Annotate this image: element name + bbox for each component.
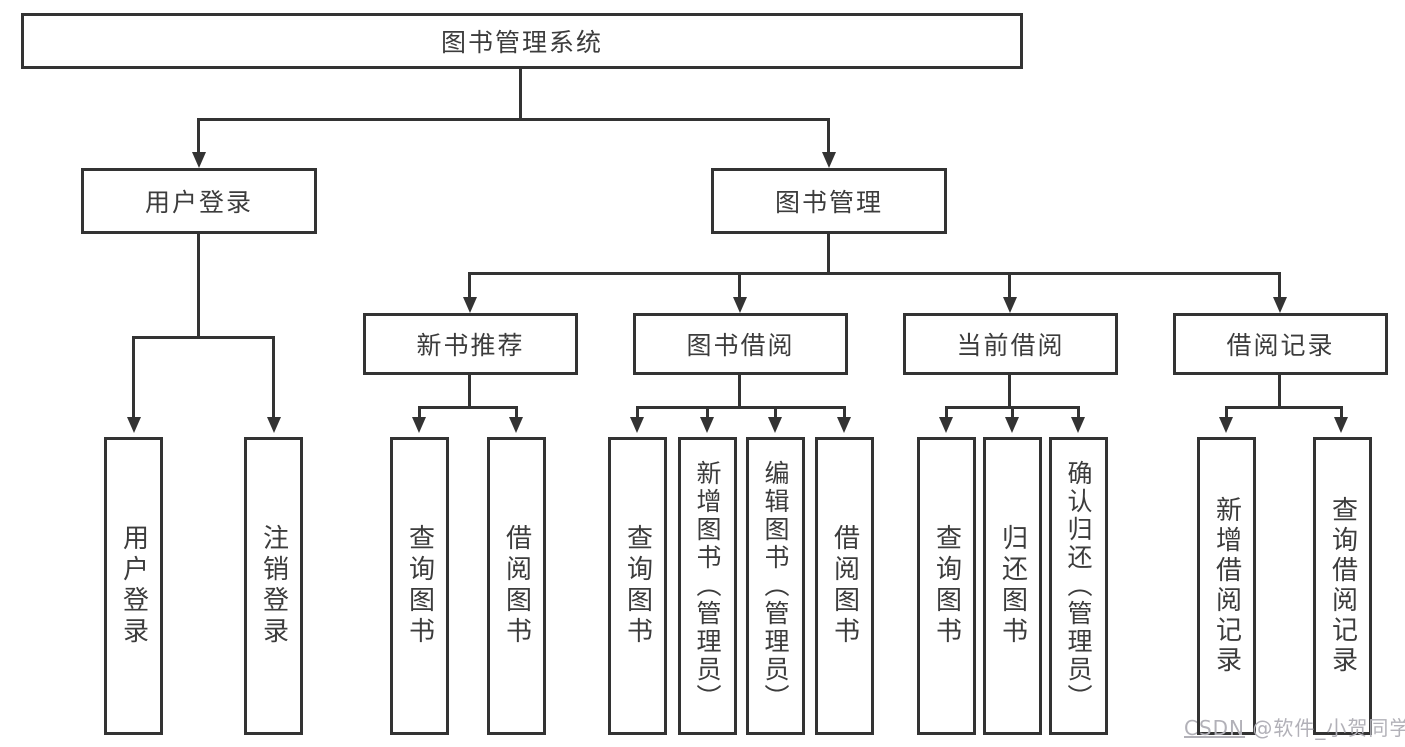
- connector-drop: [515, 406, 518, 420]
- csdn-watermark: CSDN @软件_小贺同学: [1184, 712, 1405, 741]
- leaf-borrow-add-books-admin: 新增图书（管理员）: [678, 437, 737, 735]
- connector-drop: [1008, 272, 1011, 300]
- arrowhead-down-icon: [509, 417, 523, 433]
- node-new-book-recommend: 新书推荐: [363, 313, 578, 375]
- leaf-records-query-record: 查询借阅记录: [1313, 437, 1372, 735]
- connector-drop: [468, 272, 471, 300]
- leaf-logout: 注销登录: [244, 437, 303, 735]
- connector-drop: [636, 406, 639, 420]
- connector-drop: [1278, 272, 1281, 300]
- connector-drop: [774, 406, 777, 420]
- connector-split: [418, 406, 518, 409]
- leaf-user-login: 用户登录: [104, 437, 163, 735]
- arrowhead-down-icon: [733, 297, 747, 313]
- connector-stem: [1008, 375, 1011, 409]
- node-borrow-records: 借阅记录: [1173, 313, 1388, 375]
- csdn-watermark-handle: @软件_小贺同学: [1252, 716, 1405, 740]
- arrowhead-down-icon: [837, 417, 851, 433]
- leaf-borrow-borrow-books: 借阅图书: [815, 437, 874, 735]
- connector-stem: [738, 375, 741, 409]
- leaf-current-return-books: 归还图书: [983, 437, 1042, 735]
- connector-drop: [843, 406, 846, 420]
- arrowhead-down-icon: [700, 417, 714, 433]
- leaf-current-confirm-return-admin: 确认归还（管理员）: [1049, 437, 1108, 735]
- arrowhead-down-icon: [1003, 297, 1017, 313]
- connector-split: [636, 406, 846, 409]
- connector-stem: [1278, 375, 1281, 409]
- arrowhead-down-icon: [267, 417, 281, 433]
- connector-root-split: [197, 118, 830, 121]
- connector-drop: [706, 406, 709, 420]
- node-root: 图书管理系统: [21, 13, 1023, 69]
- leaf-borrow-edit-books-admin: 编辑图书（管理员）: [746, 437, 805, 735]
- connector-drop: [418, 406, 421, 420]
- connector-drop: [738, 272, 741, 300]
- leaf-borrow-query-books: 查询图书: [608, 437, 667, 735]
- connector-root-stem: [519, 69, 522, 120]
- connector-stem: [468, 375, 471, 409]
- connector-drop: [1340, 406, 1343, 420]
- connector-userlogin-split: [132, 336, 275, 339]
- node-user-login: 用户登录: [81, 168, 317, 234]
- arrowhead-down-icon: [630, 417, 644, 433]
- arrowhead-down-icon: [768, 417, 782, 433]
- connector-drop: [1225, 406, 1228, 420]
- csdn-watermark-brand: CSDN: [1184, 716, 1246, 740]
- arrowhead-down-icon: [822, 152, 836, 168]
- arrowhead-down-icon: [127, 417, 141, 433]
- connector-drop: [272, 336, 275, 420]
- connector-drop: [197, 118, 200, 155]
- leaf-recommend-borrow-books: 借阅图书: [487, 437, 546, 735]
- connector-split: [1225, 406, 1343, 409]
- node-book-management: 图书管理: [711, 168, 947, 234]
- arrowhead-down-icon: [1334, 417, 1348, 433]
- connector-drop: [1077, 406, 1080, 420]
- arrowhead-down-icon: [412, 417, 426, 433]
- connector-drop: [1011, 406, 1014, 420]
- connector-userlogin-stem: [197, 234, 200, 339]
- arrowhead-down-icon: [1071, 417, 1085, 433]
- node-current-borrow: 当前借阅: [903, 313, 1118, 375]
- connector-bookmgmt-split: [468, 272, 1281, 275]
- connector-drop: [132, 336, 135, 420]
- connector-drop: [827, 118, 830, 155]
- arrowhead-down-icon: [463, 297, 477, 313]
- leaf-current-query-books: 查询图书: [917, 437, 976, 735]
- arrowhead-down-icon: [1273, 297, 1287, 313]
- arrowhead-down-icon: [939, 417, 953, 433]
- node-book-borrow: 图书借阅: [633, 313, 848, 375]
- arrowhead-down-icon: [1219, 417, 1233, 433]
- leaf-recommend-query-books: 查询图书: [390, 437, 449, 735]
- arrowhead-down-icon: [1005, 417, 1019, 433]
- leaf-records-add-record: 新增借阅记录: [1197, 437, 1256, 735]
- connector-drop: [945, 406, 948, 420]
- connector-bookmgmt-stem: [827, 234, 830, 275]
- arrowhead-down-icon: [192, 152, 206, 168]
